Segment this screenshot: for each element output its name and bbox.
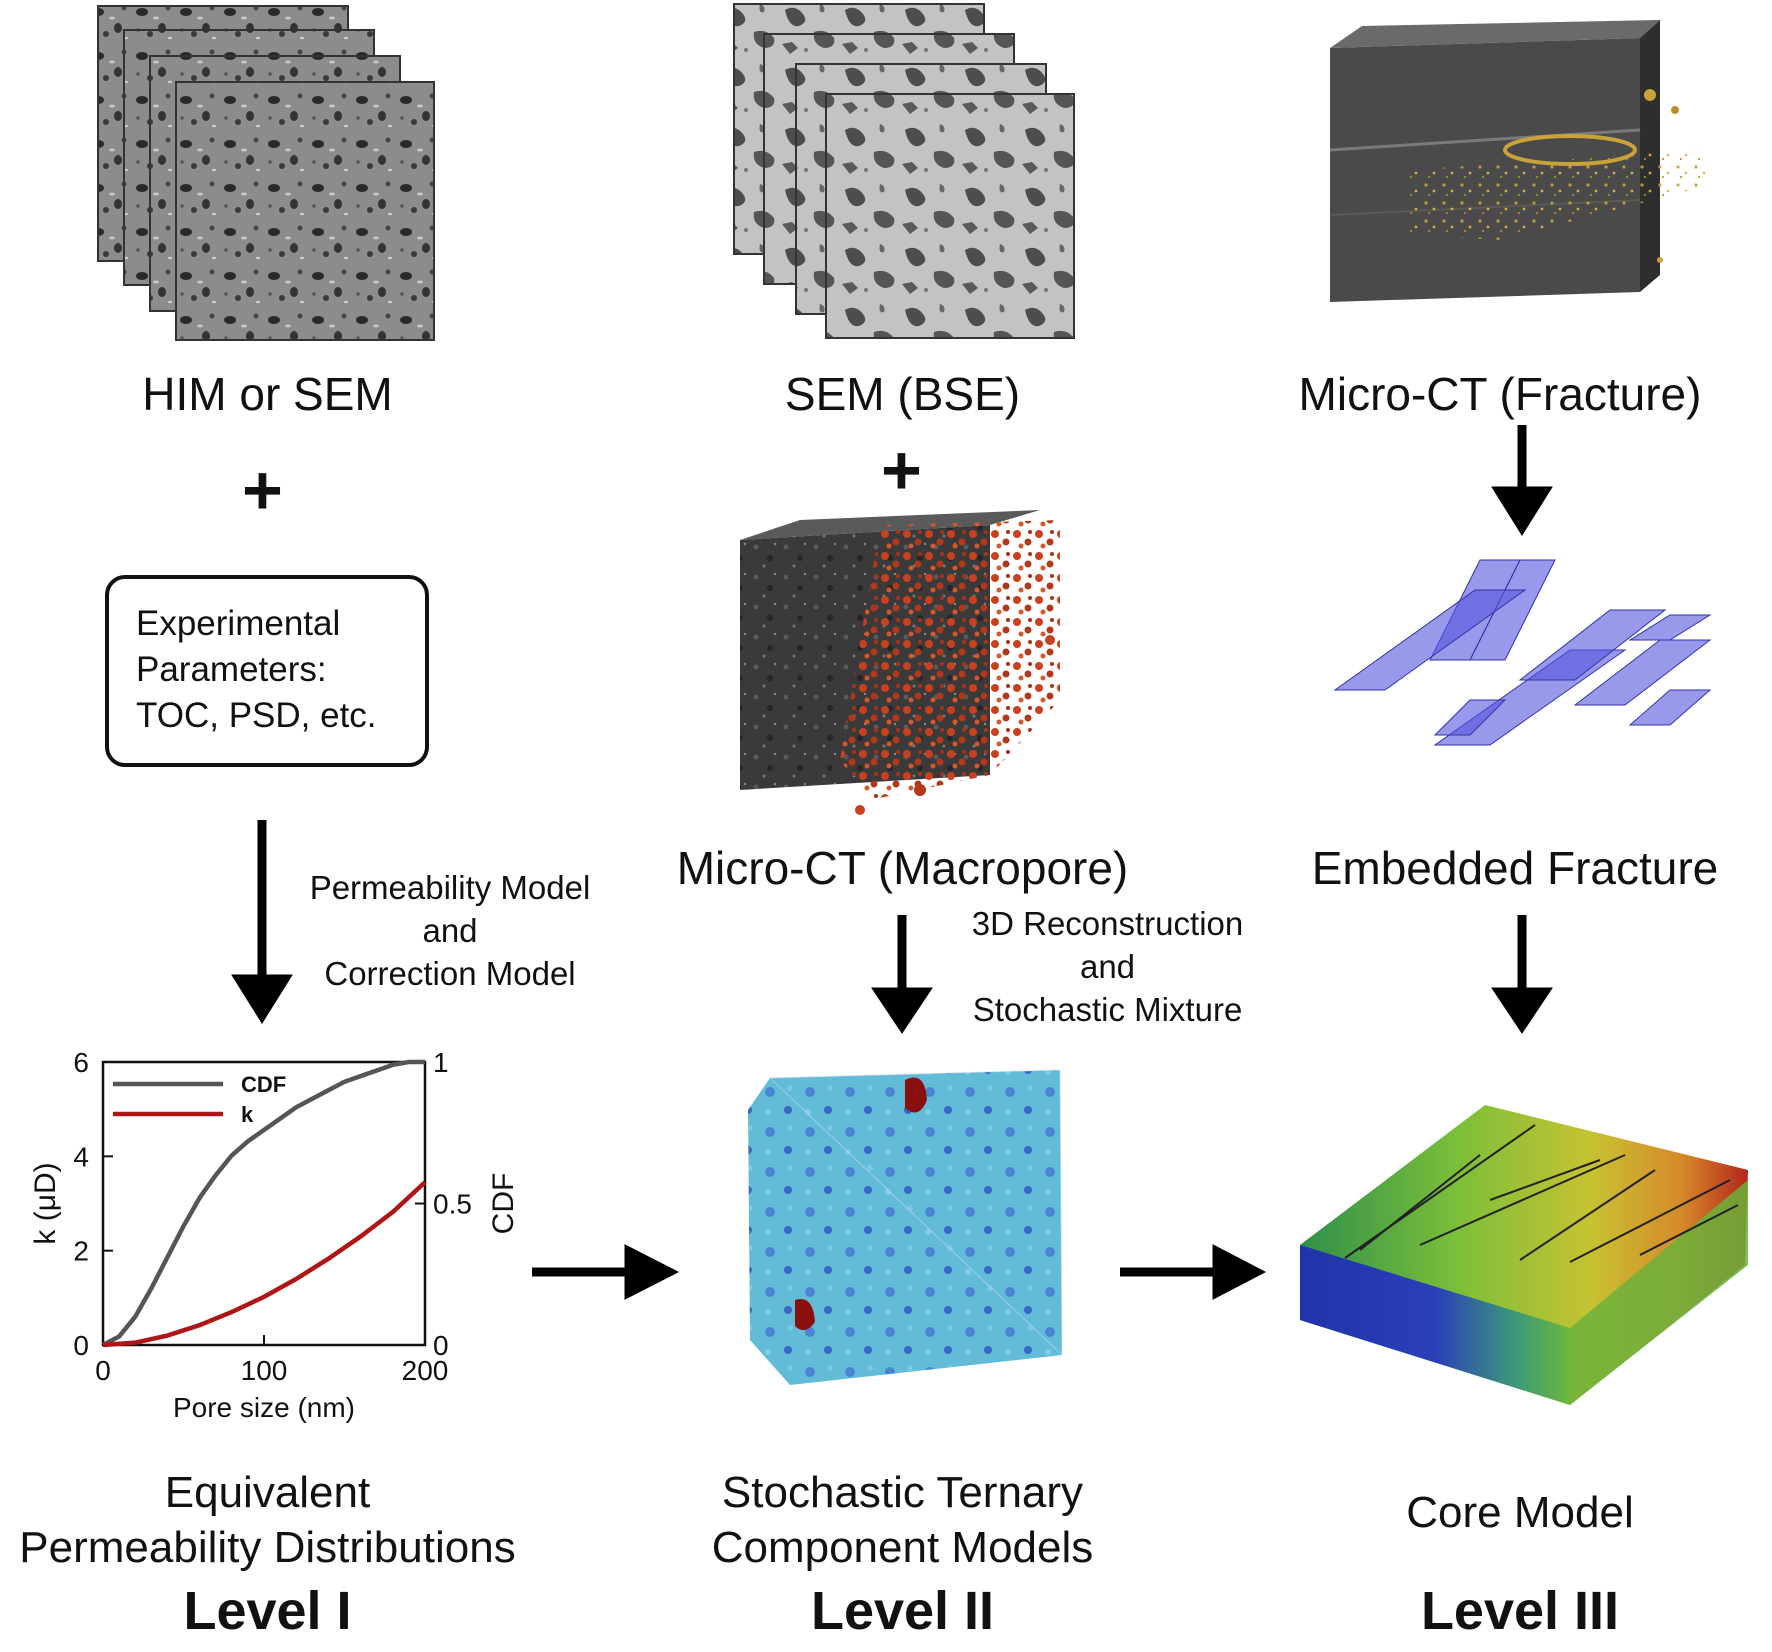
sem-bse-image-stack	[733, 3, 1075, 339]
plus-level1: +	[242, 451, 283, 529]
recon-line-2: and	[1079, 948, 1136, 985]
sem-bse-caption: SEM (BSE)	[784, 368, 1021, 420]
result-line-2: Permeability Distributions	[19, 1523, 516, 1572]
x-axis-label: Pore size (nm)	[173, 1392, 355, 1423]
y2-tick-label: 1	[433, 1047, 449, 1078]
micro-ct-macropore-caption: Micro-CT (Macropore)	[676, 842, 1129, 894]
experimental-parameters-box	[105, 575, 429, 767]
micro-ct-fracture-volume	[1329, 20, 1710, 302]
equivalent-permeability-caption: Equivalent Permeability Distributions	[0, 1465, 535, 1575]
core-model-slab	[1300, 1105, 1748, 1405]
recon-line-1: 3D Reconstruction	[971, 905, 1244, 942]
arrow-label-line-3: Correction Model	[324, 955, 576, 992]
x-tick-label: 200	[402, 1355, 449, 1386]
level-1-label: Level I	[183, 1581, 352, 1641]
result-line-1: Equivalent	[164, 1468, 371, 1517]
box-line-2: Parameters:	[136, 650, 327, 689]
micro-ct-fracture-caption: Micro-CT (Fracture)	[1298, 368, 1702, 420]
x-tick-label: 0	[95, 1355, 111, 1386]
plus-level2: +	[881, 431, 922, 509]
experimental-parameters-text: Experimental Parameters: TOC, PSD, etc.	[136, 601, 377, 739]
ternary-line-2: Component Models	[711, 1523, 1094, 1572]
legend-label-k: k	[241, 1102, 254, 1127]
him-sem-caption: HIM or SEM	[142, 368, 393, 420]
legend-label-cdf: CDF	[241, 1072, 286, 1097]
micro-ct-macropore-cube	[740, 510, 1060, 815]
series-line-k	[102, 1180, 427, 1348]
core-model-caption: Core Model	[1406, 1488, 1634, 1537]
recon-line-3: Stochastic Mixture	[972, 991, 1243, 1028]
ternary-line-1: Stochastic Ternary	[721, 1468, 1084, 1517]
stochastic-ternary-cube	[748, 1069, 1063, 1385]
permeability-model-label: Permeability Model and Correction Model	[285, 866, 615, 995]
y-tick-label: 4	[73, 1141, 89, 1172]
y-tick-label: 2	[73, 1236, 89, 1267]
y2-axis-label: CDF	[487, 1173, 520, 1235]
arrow-label-line-2: and	[422, 912, 478, 949]
y-axis-label: k (μD)	[29, 1162, 62, 1244]
ternary-models-caption: Stochastic Ternary Component Models	[670, 1465, 1135, 1575]
x-tick-label: 100	[241, 1355, 288, 1386]
y2-tick-label: 0.5	[433, 1189, 472, 1220]
series-line-cdf	[101, 1059, 425, 1347]
y2-tick-label: 0	[433, 1330, 449, 1361]
box-line-3: TOC, PSD, etc.	[136, 696, 377, 735]
embedded-fracture-caption: Embedded Fracture	[1311, 842, 1719, 894]
him-sem-image-stack	[97, 5, 435, 341]
level-3-label: Level III	[1420, 1581, 1620, 1641]
reconstruction-label: 3D Reconstruction and Stochastic Mixture	[940, 902, 1275, 1031]
embedded-fracture-planes	[1333, 559, 1712, 746]
chart-frame	[101, 1060, 427, 1347]
y-tick-label: 6	[73, 1047, 89, 1078]
arrow-label-line-1: Permeability Model	[309, 869, 591, 906]
box-line-1: Experimental	[136, 604, 341, 643]
y-tick-label: 0	[73, 1330, 89, 1361]
flow-arrows	[231, 425, 1553, 1300]
level-2-label: Level II	[810, 1581, 995, 1641]
